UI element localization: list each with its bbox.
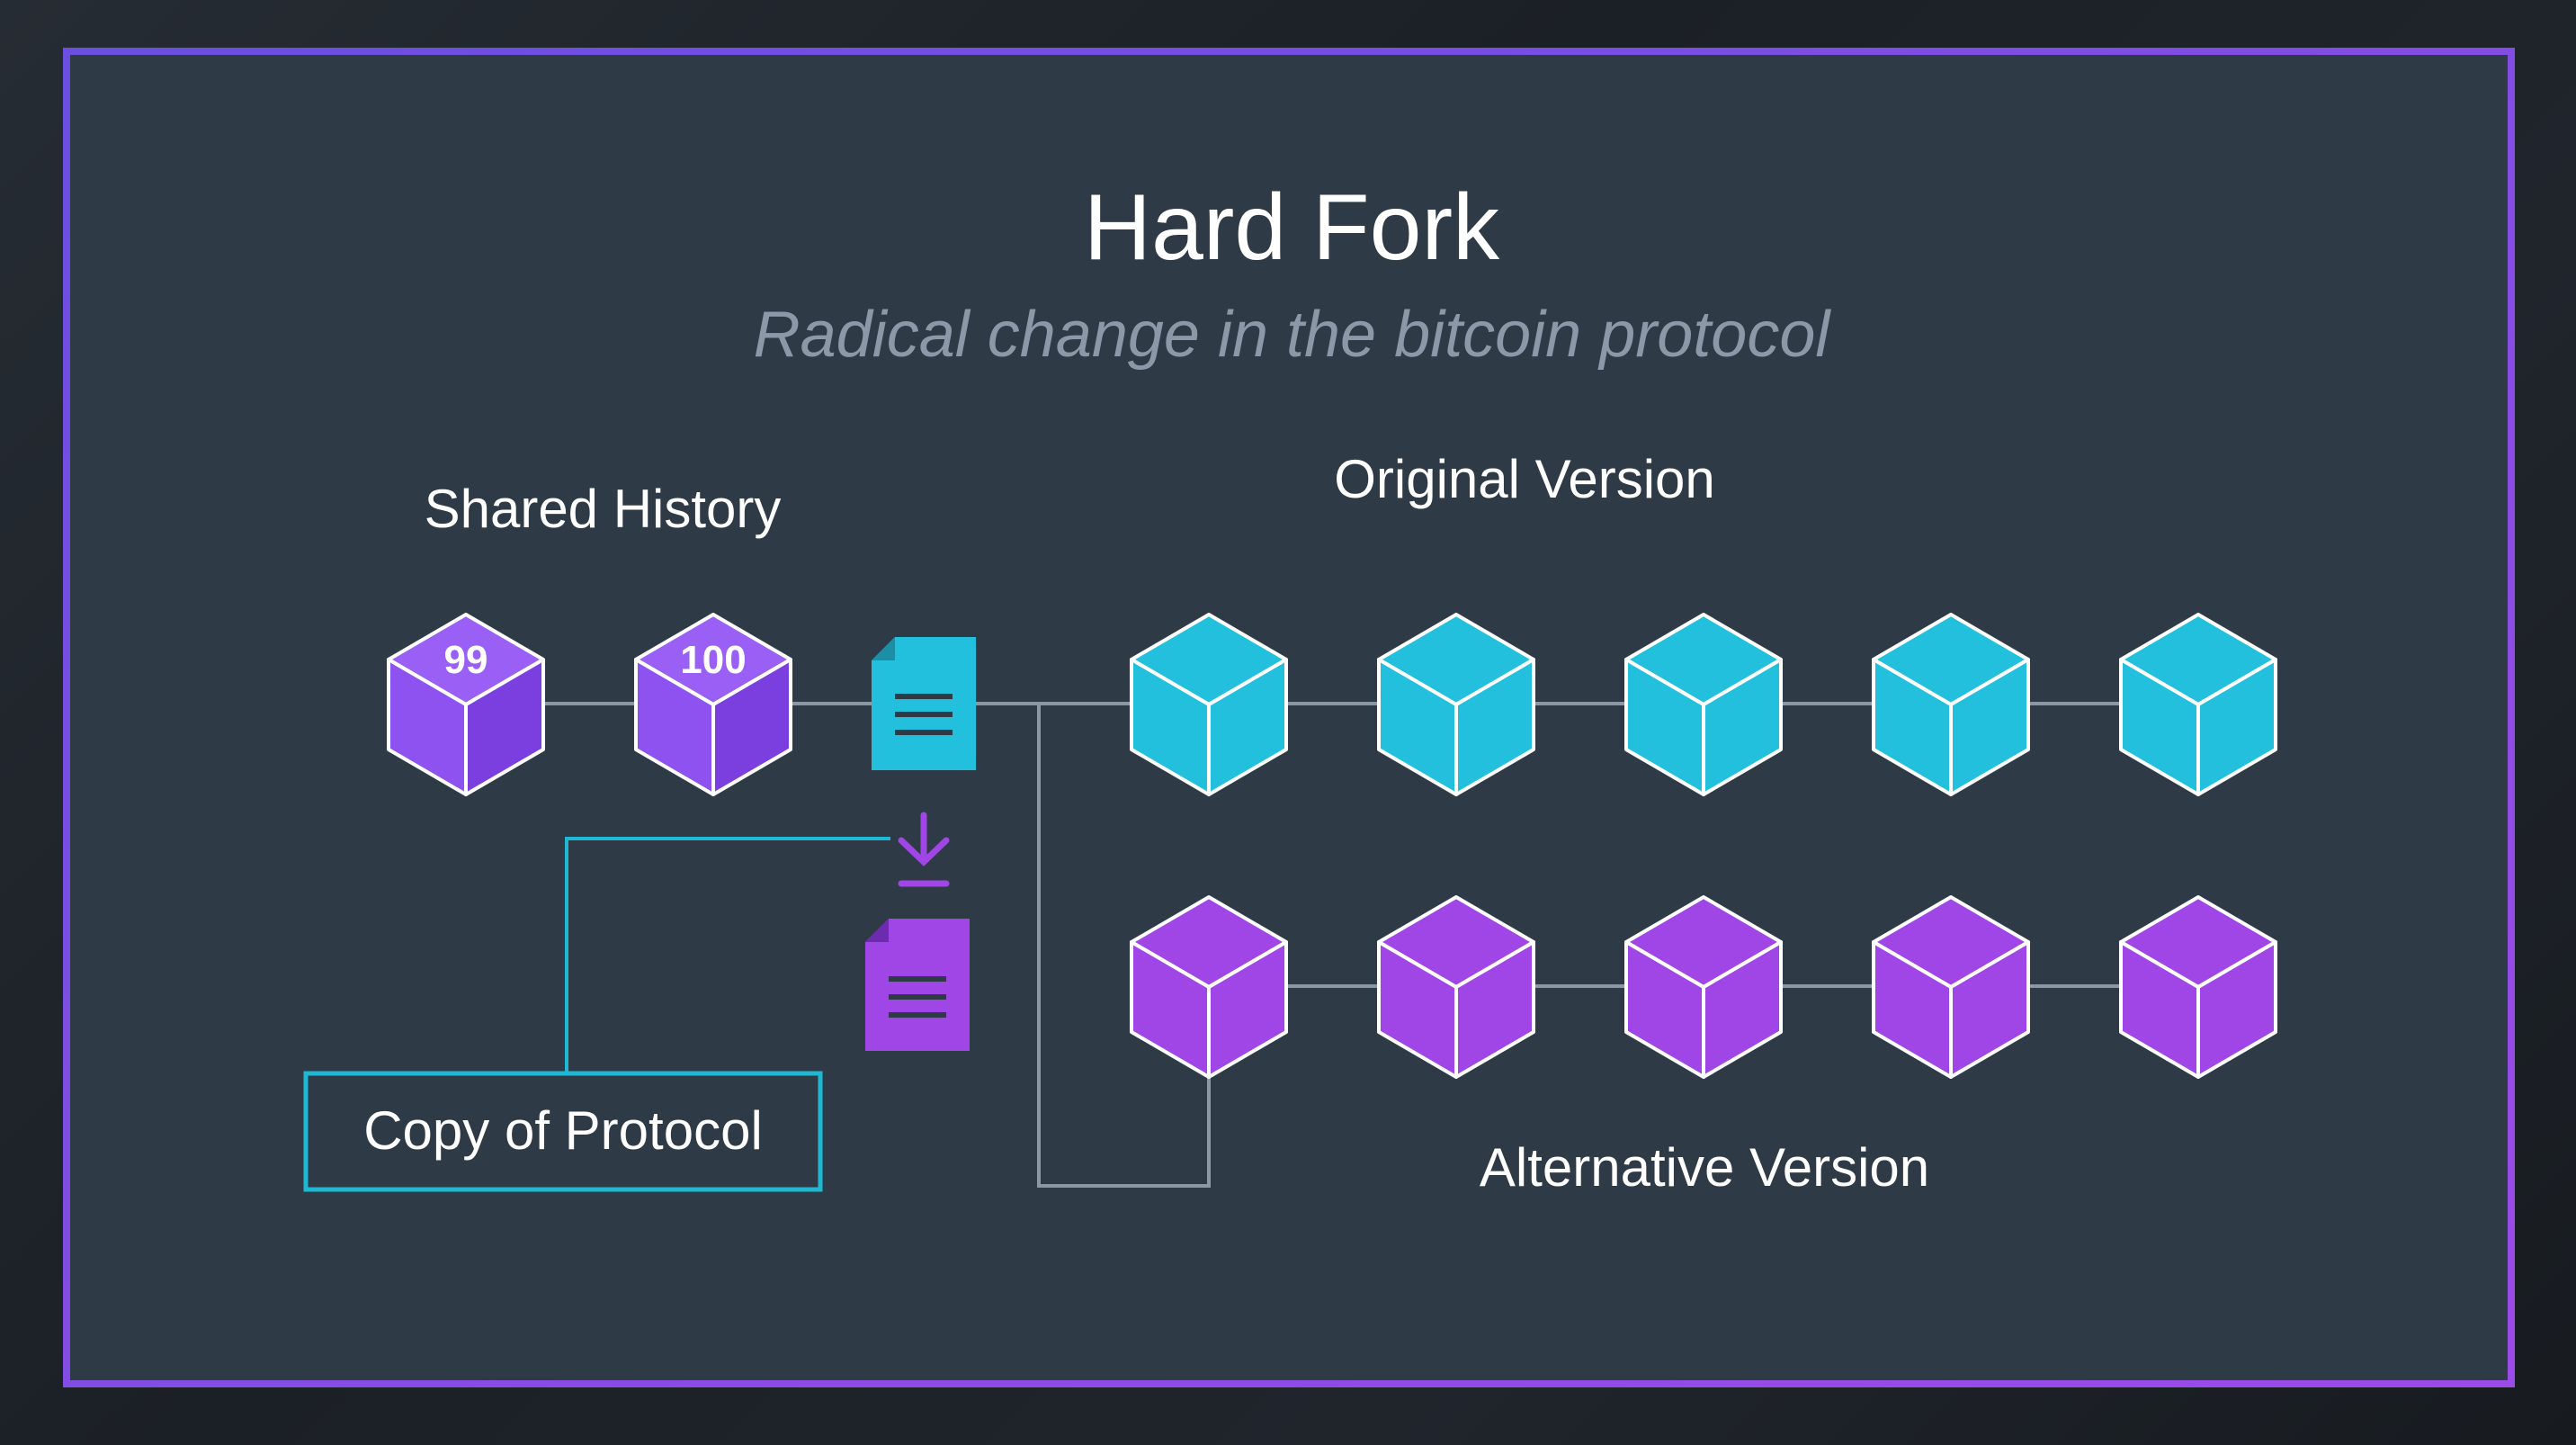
original-chain-block-4 [1872, 613, 2030, 796]
alternative-chain-block-4 [1872, 895, 2030, 1079]
alternative-chain-block-5 [2119, 895, 2277, 1079]
slide-title: Hard Fork [1084, 175, 1500, 280]
shared-block-100 [634, 613, 792, 796]
original-version-label: Original Version [1334, 449, 1715, 509]
copy-of-protocol-label: Copy of Protocol [363, 1100, 763, 1161]
original-chain-block-2 [1377, 613, 1535, 796]
alternative-chain-block-1 [1130, 895, 1288, 1079]
block-cubes [387, 613, 2277, 1079]
protocol-document-icon [872, 637, 976, 770]
original-chain-block-3 [1624, 613, 1783, 796]
block-label-100: 100 [680, 638, 746, 682]
chain-connectors [540, 702, 2122, 1188]
original-chain-block-5 [2119, 613, 2277, 796]
shared-block-99 [387, 613, 545, 796]
protocol-copy-document-icon [865, 919, 970, 1051]
download-arrow-icon [898, 812, 950, 887]
slide-subtitle: Radical change in the bitcoin protocol [754, 299, 1832, 371]
alternative-chain-block-3 [1624, 895, 1783, 1079]
block-label-99: 99 [444, 638, 488, 682]
original-chain-block-1 [1130, 613, 1288, 796]
shared-history-label: Shared History [425, 479, 782, 539]
copy-of-protocol-box [303, 1071, 823, 1192]
protocol-copy-connector [565, 837, 890, 1073]
alternative-chain-block-2 [1377, 895, 1535, 1079]
alternative-version-label: Alternative Version [1480, 1137, 1929, 1198]
